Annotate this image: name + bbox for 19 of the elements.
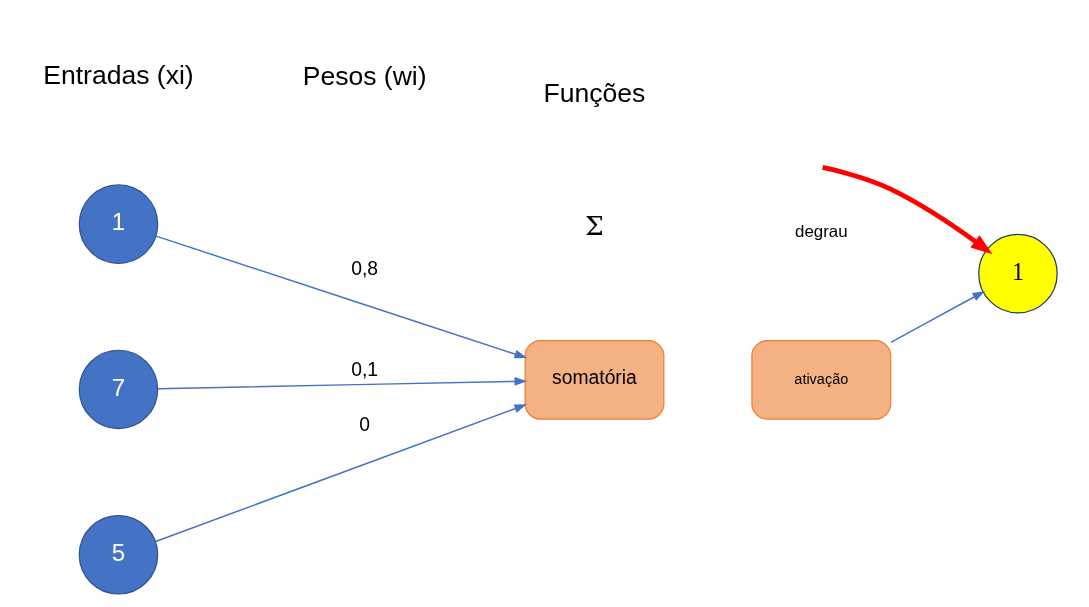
label: Entradas (xi) (42, 59, 194, 90)
arrow (154, 404, 527, 543)
node-circle: 1 (78, 184, 158, 264)
arrow (154, 235, 527, 359)
node-box: somatória (524, 340, 664, 420)
node-box: ativação (750, 340, 891, 420)
edge-label: 0,8 (350, 257, 378, 279)
arrow (889, 290, 985, 344)
label: Funções (543, 77, 645, 108)
label: Pesos (wi) (302, 60, 427, 91)
arrow (821, 165, 992, 255)
label: Σ (584, 209, 604, 241)
node-circle: 1 (977, 233, 1058, 314)
edge-label: 0,1 (350, 358, 378, 380)
node-circle: 7 (78, 349, 158, 430)
arrow (156, 377, 527, 390)
node-circle: 5 (78, 514, 158, 595)
label: degrau (794, 222, 848, 242)
edge-label: 0 (358, 414, 370, 436)
